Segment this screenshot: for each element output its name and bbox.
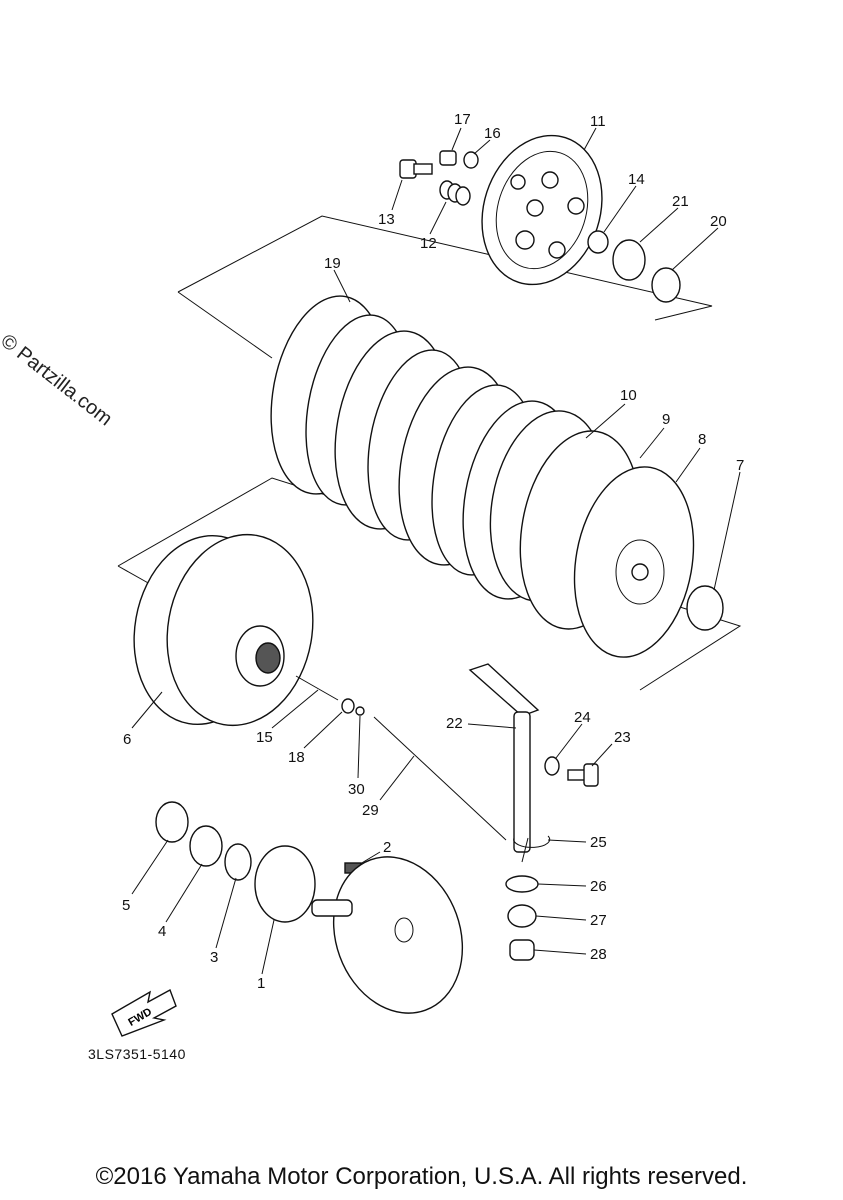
leader-23	[591, 743, 613, 767]
spacer-3	[224, 843, 252, 881]
callout-20: 20	[710, 213, 727, 230]
callout-1: 1	[257, 975, 265, 992]
callout-8: 8	[698, 431, 706, 448]
callout-25: 25	[590, 834, 607, 851]
diagram-code: 3LS7351-5140	[88, 1046, 186, 1062]
bushing-18	[341, 698, 355, 714]
callout-11: 11	[590, 113, 606, 130]
leader-26	[537, 883, 587, 887]
leader-13	[391, 179, 403, 211]
leader-20	[671, 227, 719, 271]
leader-6	[131, 691, 163, 729]
leader-12	[429, 201, 447, 235]
nut-14	[587, 230, 609, 254]
leader-17	[451, 127, 462, 151]
primary-drive-gear-1	[254, 845, 316, 923]
leader-9	[639, 427, 665, 459]
leader-24	[555, 723, 583, 759]
callout-21: 21	[672, 193, 689, 210]
leader-22	[467, 723, 517, 729]
leader-4	[165, 863, 203, 923]
callout-2: 2	[383, 839, 391, 856]
push-rod-15	[295, 675, 339, 701]
callout-29: 29	[362, 802, 379, 819]
washer-16	[463, 151, 479, 169]
callout-17: 17	[454, 111, 471, 128]
leader-11	[583, 127, 597, 151]
leader-30	[357, 715, 361, 779]
crankshaft-assembly	[311, 856, 464, 1014]
callout-26: 26	[590, 878, 607, 895]
leader-3	[215, 877, 237, 949]
leader-27	[535, 915, 587, 921]
washer-24	[544, 756, 560, 776]
callout-9: 9	[662, 411, 670, 428]
callout-22: 22	[446, 715, 463, 732]
callout-28: 28	[590, 946, 607, 963]
leader-2	[359, 851, 381, 865]
pressure-plate	[481, 134, 603, 286]
callout-19: 19	[324, 255, 341, 272]
callout-24: 24	[574, 709, 591, 726]
callout-3: 3	[210, 949, 218, 966]
callout-7: 7	[736, 457, 744, 474]
bearing-21	[612, 239, 646, 281]
leader-5	[131, 839, 169, 895]
callout-13: 13	[378, 211, 395, 228]
lock-washer-4	[189, 825, 223, 867]
leader-29	[379, 755, 415, 801]
nut-17	[439, 150, 457, 166]
callout-12: 12	[420, 235, 437, 252]
circlip-26	[505, 875, 539, 893]
nut-5	[155, 801, 189, 843]
ball-30	[355, 706, 365, 716]
leader-14	[603, 185, 637, 233]
callout-6: 6	[123, 731, 131, 748]
lock-washer-7	[686, 585, 724, 631]
spring-12	[439, 180, 471, 206]
leader-18	[303, 711, 343, 749]
callout-18: 18	[288, 749, 305, 766]
push-lever-22	[468, 663, 540, 853]
leader-16	[473, 139, 491, 155]
clutch-housing-6	[133, 533, 314, 727]
leader-8	[675, 447, 701, 483]
washer-20	[651, 267, 681, 303]
leader-15	[271, 689, 319, 729]
leader-25	[547, 839, 587, 843]
callout-16: 16	[484, 125, 501, 142]
oil-seal-27	[507, 904, 537, 928]
callout-4: 4	[158, 923, 166, 940]
callout-15: 15	[256, 729, 273, 746]
leader-7	[713, 471, 741, 591]
plate-stack-outline	[177, 215, 713, 359]
push-lever-shaft-29	[373, 716, 507, 841]
callout-14: 14	[628, 171, 645, 188]
bearing-28	[509, 939, 535, 961]
leader-21	[639, 207, 679, 243]
bolt-13	[399, 159, 433, 179]
clutch-boss-8	[573, 466, 695, 658]
callout-30: 30	[348, 781, 365, 798]
bolt-23	[567, 763, 599, 787]
copyright-notice: ©2016 Yamaha Motor Corporation, U.S.A. A…	[95, 1163, 748, 1190]
callout-10: 10	[620, 387, 637, 404]
callout-27: 27	[590, 912, 607, 929]
leader-19	[333, 269, 351, 303]
callout-5: 5	[122, 897, 130, 914]
leader-28	[533, 949, 587, 955]
fwd-arrow-icon: FWD	[111, 988, 177, 1037]
leader-10	[585, 403, 626, 439]
callout-23: 23	[614, 729, 631, 746]
leader-1	[261, 919, 275, 975]
